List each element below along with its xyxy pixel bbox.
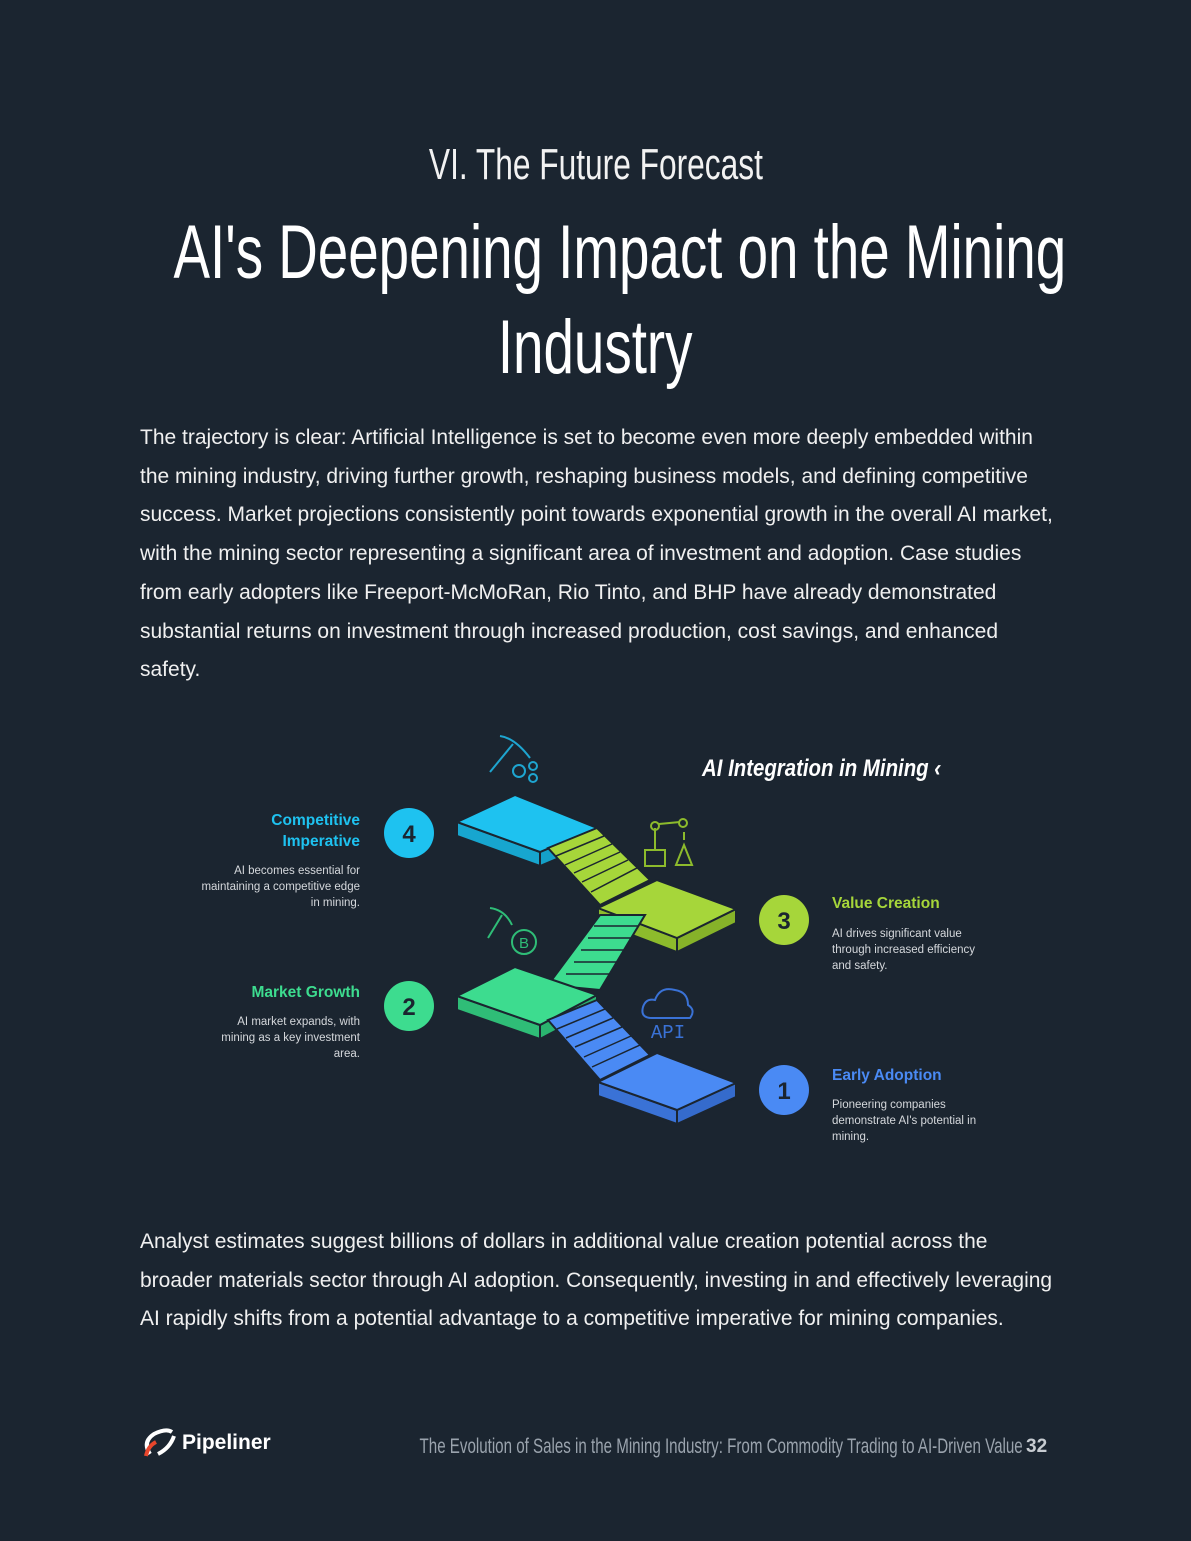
svg-text:B: B	[519, 935, 529, 952]
step-4-description: AI becomes essential for maintaining a c…	[201, 865, 360, 909]
page-title: AI's Deepening Impact on the Mining Indu…	[0, 205, 1191, 395]
platform-3	[595, 878, 739, 954]
title-line-1: AI's Deepening Impact on the Mining	[173, 210, 1067, 295]
platform-1	[595, 1051, 739, 1126]
stairs-3-2	[546, 914, 647, 992]
svg-text:3: 3	[777, 908, 790, 935]
svg-text:2: 2	[402, 994, 415, 1021]
svg-text:4: 4	[402, 821, 416, 848]
logo-text: Pipeliner	[182, 1431, 271, 1454]
step-3-description: AI drives significant value through incr…	[832, 928, 975, 972]
intro-paragraph: The trajectory is clear: Artificial Inte…	[140, 426, 1053, 682]
infographic-title: AI Integration in Mining ‹	[702, 755, 983, 783]
document-title-footer: The Evolution of Sales in the Mining Ind…	[185, 1435, 1023, 1459]
pickaxe-bitcoin-icon: B	[487, 907, 537, 955]
cloud-api-icon: API	[641, 988, 694, 1044]
step-circle-3: 3	[759, 895, 809, 945]
infographic-title-text: AI Integration in Mining ‹	[702, 755, 942, 782]
closing-paragraph: Analyst estimates suggest billions of do…	[140, 1230, 1053, 1331]
svg-text:API: API	[651, 1022, 685, 1044]
document-title-text: The Evolution of Sales in the Mining Ind…	[419, 1435, 1023, 1458]
step-circle-2: 2	[384, 981, 434, 1031]
stairs-4-3	[546, 826, 652, 907]
svg-text:1: 1	[777, 1078, 790, 1105]
step-2-description: AI market expands, with mining as a key …	[221, 1016, 360, 1060]
step-1-title: Early Adoption	[832, 1067, 942, 1084]
step-1-description: Pioneering companies demonstrate AI's po…	[832, 1099, 977, 1143]
step-3-title: Value Creation	[832, 895, 940, 912]
section-heading: VI. The Future Forecast	[0, 140, 1191, 190]
pipeliner-logo-icon	[144, 1428, 176, 1457]
stairs-2-1	[546, 998, 652, 1082]
step-circle-1: 1	[759, 1065, 809, 1115]
robot-arm-icon	[644, 818, 694, 867]
page-number: 32	[1026, 1436, 1048, 1457]
pickaxe-ore-icon	[489, 735, 538, 783]
step-4-title: Competitive Imperative	[271, 812, 360, 850]
step-circle-4: 4	[384, 808, 434, 858]
step-2-title: Market Growth	[251, 984, 360, 1001]
title-line-2: Industry	[498, 305, 693, 390]
pipeliner-logo: Pipeliner	[140, 1428, 271, 1458]
section-heading-text: VI. The Future Forecast	[428, 140, 763, 189]
